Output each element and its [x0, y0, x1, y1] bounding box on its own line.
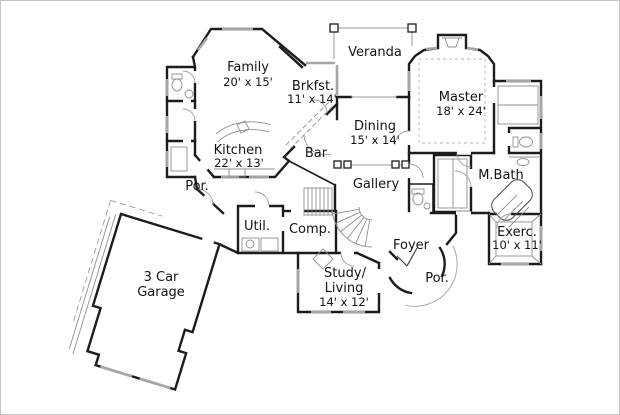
room-label-master: Master [439, 90, 484, 105]
room-label-garage: 3 Car [144, 270, 179, 285]
room-label-exercise: Exerc. [497, 225, 537, 240]
room-dims-dining: 15' x 14' [350, 133, 400, 147]
room-label-breakfast: Brkfst. [292, 79, 334, 94]
room-dims-exercise: 10' x 11' [492, 238, 542, 252]
room-label-gallery: Gallery [353, 177, 400, 192]
room-label-study: Study/ [324, 266, 367, 281]
room-dims-breakfast: 11' x 14' [287, 92, 337, 106]
interior-walls-layer [288, 160, 434, 213]
room-label-kitchen: Kitchen [214, 143, 263, 158]
room-dims-master: 18' x 24' [436, 104, 486, 118]
room-dims-study: 14' x 12' [319, 295, 369, 309]
room-label-family: Family [227, 60, 269, 75]
room-label-utility: Util. [244, 219, 270, 234]
room-label-foyer: Foyer [393, 238, 430, 253]
room-label-garage-2: Garage [137, 285, 185, 300]
room-dims-kitchen: 22' x 13' [214, 156, 264, 170]
room-label-dining: Dining [354, 119, 396, 134]
room-label-veranda: Veranda [348, 45, 402, 60]
room-label-study-2: Living [325, 281, 364, 296]
room-label-computer: Comp. [289, 222, 331, 237]
labels-layer: Family 20' x 15' Veranda Brkfst. 11' x 1… [137, 45, 542, 309]
stairs [303, 187, 373, 248]
room-label-porch-front: Por. [425, 271, 449, 286]
room-label-bar: Bar [305, 146, 328, 161]
room-label-master-bath: M.Bath [478, 168, 524, 183]
columns [329, 23, 417, 169]
room-dims-family: 20' x 15' [223, 75, 273, 89]
door-swings [182, 70, 512, 307]
room-label-porch-side: Por. [185, 179, 209, 194]
garage-structure [68, 199, 221, 391]
windows-layer [165, 27, 543, 314]
fixtures-layer [170, 37, 542, 270]
